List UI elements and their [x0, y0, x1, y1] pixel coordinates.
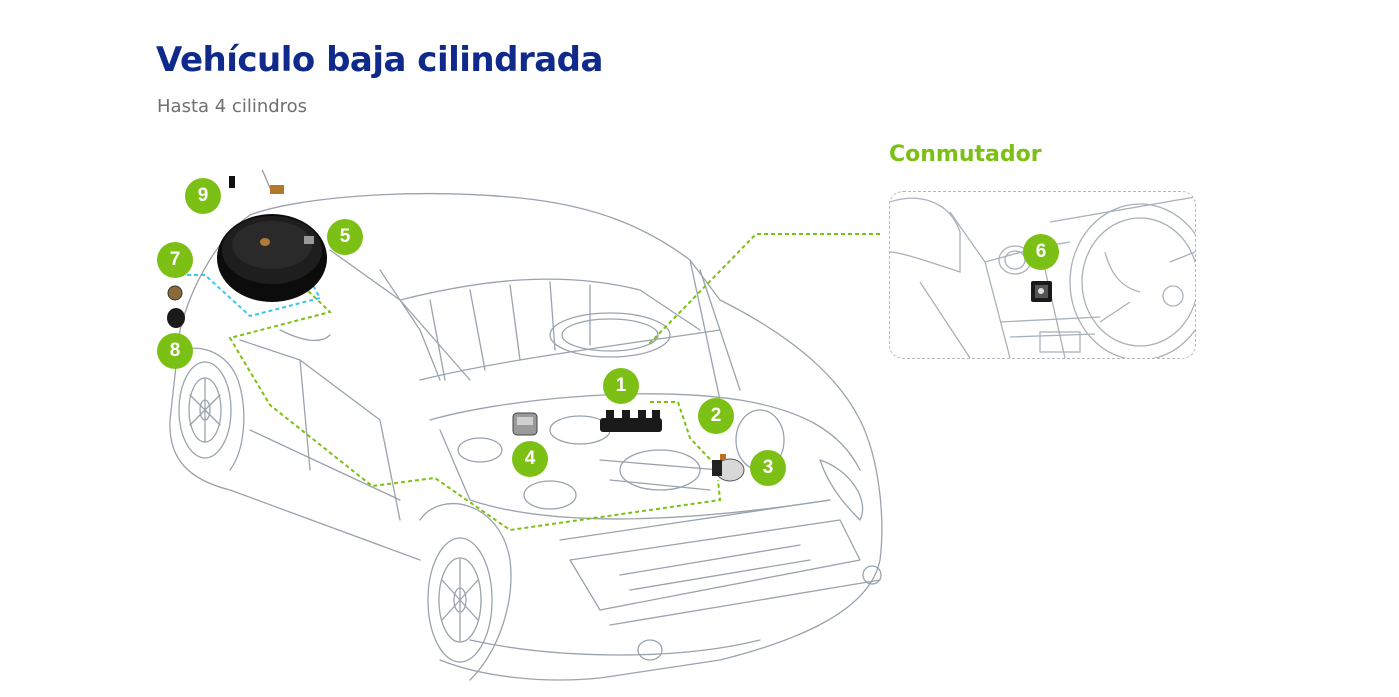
dashboard-closeup — [890, 196, 1195, 358]
reducer-unit — [712, 454, 745, 482]
filter-unit — [512, 412, 538, 436]
inset-title: Conmutador — [889, 142, 1042, 167]
injector-rail — [600, 410, 662, 432]
callout-7: 7 — [157, 242, 193, 278]
callout-3: 3 — [750, 450, 786, 486]
page-title: Vehículo baja cilindrada — [156, 40, 603, 80]
switch-inset-panel — [889, 191, 1196, 359]
switch-device — [1031, 281, 1052, 302]
part-9b — [270, 185, 284, 194]
callout-9: 9 — [185, 178, 221, 214]
filler-valve — [167, 285, 183, 301]
filler-cap — [167, 308, 185, 328]
callout-2: 2 — [698, 398, 734, 434]
callout-8: 8 — [157, 333, 193, 369]
page-subtitle: Hasta 4 cilindros — [157, 96, 308, 117]
part-9a — [229, 176, 235, 188]
callout-5: 5 — [327, 219, 363, 255]
callout-6: 6 — [1023, 234, 1059, 270]
gas-tank — [217, 214, 327, 302]
callout-1: 1 — [603, 368, 639, 404]
callout-4: 4 — [512, 441, 548, 477]
